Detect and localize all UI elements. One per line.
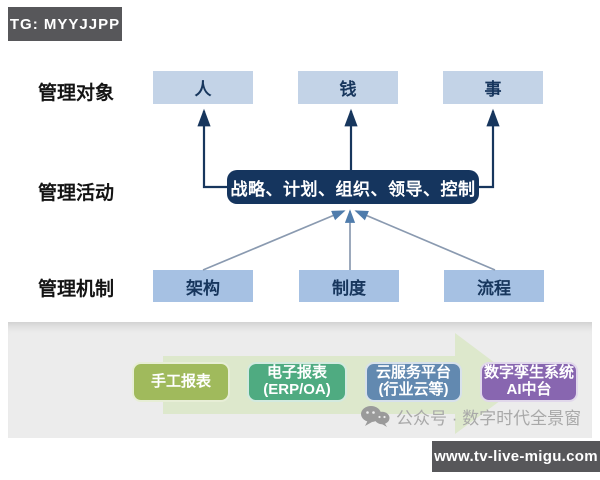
tool-sublabel: (行业云等): [378, 381, 449, 398]
object-box-affairs: 事: [443, 71, 543, 104]
row-label-objects: 管理对象: [38, 83, 115, 104]
tool-label: 数字孪生系统: [483, 364, 574, 382]
mechanism-box-process: 流程: [444, 270, 544, 302]
watermark-text: 公众号 · 数字时代全景窗: [396, 409, 582, 428]
mechanism-box-architecture: 架构: [153, 270, 253, 302]
activity-box: 战略、计划、组织、领导、控制: [227, 170, 479, 204]
tool-box-manual-report: 手工报表: [132, 362, 230, 402]
tool-label: 云服务平台: [375, 364, 451, 382]
tool-label: 电子报表: [266, 364, 327, 382]
tg-badge: TG: MYYJJPP: [8, 7, 122, 41]
tool-sublabel: AI中台: [506, 381, 552, 398]
object-box-person: 人: [153, 71, 253, 104]
tool-box-cloud-platform: 云服务平台 (行业云等): [365, 362, 462, 402]
tool-label: 手工报表: [150, 372, 211, 390]
row-label-activities: 管理活动: [38, 183, 115, 204]
object-box-money: 钱: [298, 71, 398, 104]
mechanism-box-institution: 制度: [299, 270, 399, 302]
wechat-icon: [361, 405, 390, 427]
url-badge: www.tv-live-migu.com: [432, 441, 600, 472]
row-label-mechanisms: 管理机制: [38, 279, 115, 300]
watermark: 公众号 · 数字时代全景窗: [360, 404, 581, 429]
tool-box-digital-twin: 数字孪生系统 AI中台: [480, 362, 578, 402]
tool-sublabel: (ERP/OA): [263, 381, 331, 398]
tool-box-electronic-report: 电子报表 (ERP/OA): [247, 362, 347, 402]
